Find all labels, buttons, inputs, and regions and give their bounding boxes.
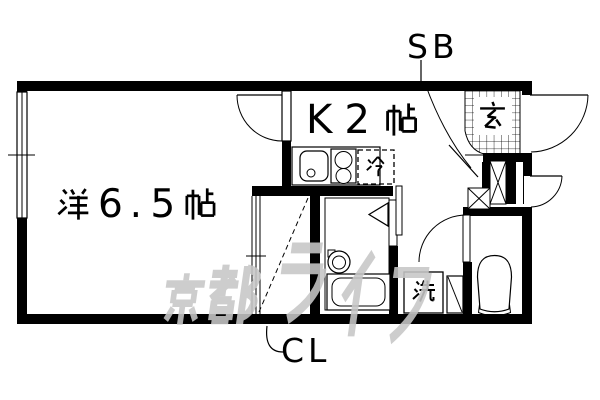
svg-text:2: 2 <box>344 97 370 143</box>
label-closet: CL <box>265 325 330 370</box>
kitchen-counter <box>291 146 381 186</box>
sink <box>299 150 329 182</box>
bathroom-door-mark <box>367 201 389 228</box>
front-door <box>530 94 589 153</box>
svg-text:CL: CL <box>281 331 330 370</box>
svg-text:6: 6 <box>98 182 123 227</box>
svg-text:SB: SB <box>407 27 459 66</box>
pipe-space <box>446 275 464 314</box>
watermark <box>163 242 432 345</box>
burner <box>335 168 352 184</box>
kitchen-door <box>236 90 292 142</box>
label-entrance <box>480 101 505 129</box>
svg-text:5: 5 <box>150 182 175 227</box>
window <box>8 91 35 219</box>
toilet <box>476 254 513 313</box>
shoe-box <box>467 160 507 210</box>
toilet-room <box>418 214 513 317</box>
label-main-room: 6.5 <box>57 182 216 227</box>
storage-door <box>515 161 563 208</box>
washbasin <box>327 250 351 274</box>
sink-drain <box>306 168 316 178</box>
burner <box>334 151 353 169</box>
entrance-tile <box>464 91 521 156</box>
walls <box>17 81 532 324</box>
refrigerator <box>357 149 395 185</box>
washbasin <box>332 255 346 270</box>
hall-door <box>425 85 479 178</box>
svg-text:K: K <box>306 97 334 143</box>
label-shoe-box: SB <box>407 27 459 81</box>
svg-text:.: . <box>130 182 142 227</box>
toilet-base <box>477 304 512 317</box>
